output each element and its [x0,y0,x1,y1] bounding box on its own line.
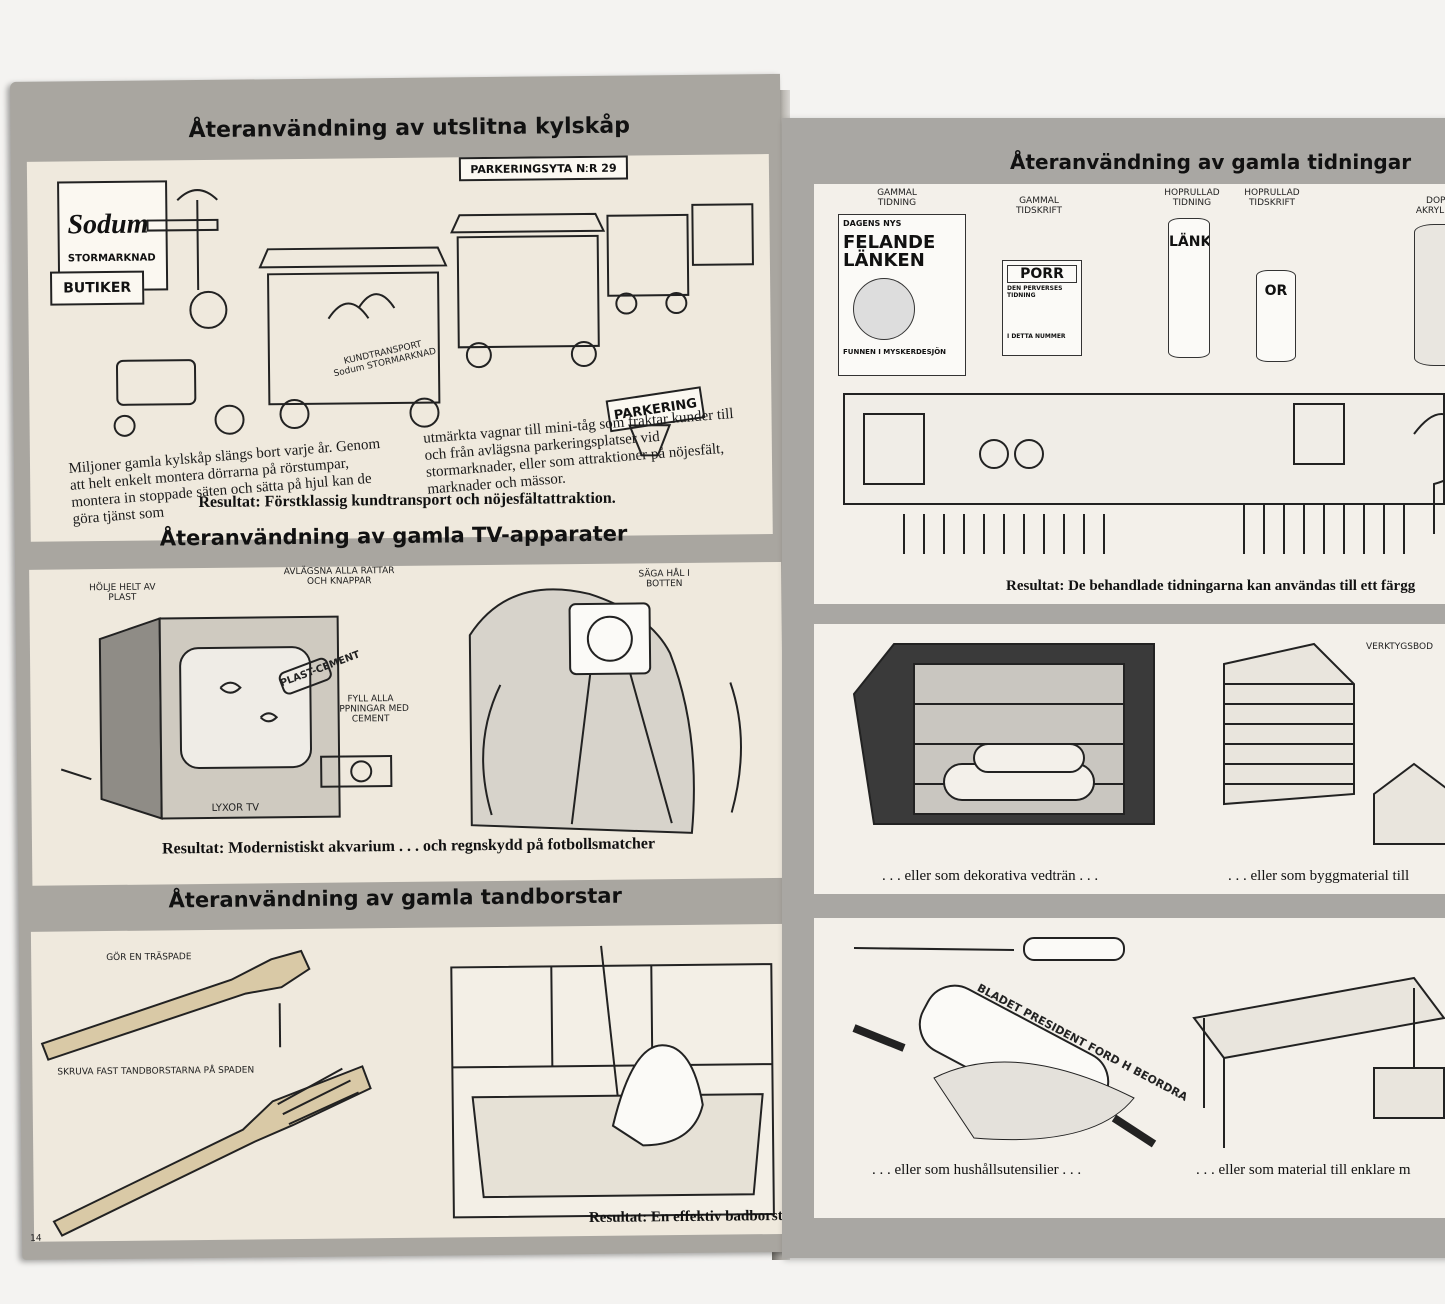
result-newspapers: Resultat: De behandlade tidningarna kan … [1006,578,1416,594]
fridge-train-illustration [113,189,754,457]
newspaper-top: DAGENS NYS [843,219,902,228]
garden-fence-illustration [843,393,1445,554]
caption-simple-material: . . . eller som material till enklare m [1196,1162,1411,1178]
page-number: 14 [30,1233,42,1244]
rolled-magazine-text: OR [1264,283,1288,299]
household-panel: BLADET PRESIDENT FORD H BEORDRA . . . el… [814,918,1445,1218]
right-page: Återanvändning av gamla tidningar GAMMAL… [782,118,1445,1258]
section-heading-toothbrushes: Återanvändning av gamla tandborstar [168,883,622,913]
tv-panel: HÖLJE HELT AV PLAST AVLÄGSNA ALLA RATTAR… [29,561,785,886]
section-heading-tv: Återanvändning av gamla TV-apparater [159,521,628,551]
section-heading-newspapers: Återanvändning av gamla tidningar [1010,150,1412,174]
newspaper-footer: FUNNEN I MYSKERDESJÖN [843,348,947,356]
refrigerator-panel: Sodum STORMARKNAD BUTIKER PARKERINGSYTA … [26,154,773,542]
section-heading-refrigerators: Återanvändning av utslitna kylskåp [188,113,631,144]
newspaper-title: FELANDE LÄNKEN [843,232,936,271]
label-toolshed: VERKTYGSBOD [1366,642,1434,652]
label-rolled-newspaper: HOPRULLAD TIDNING [1164,188,1220,208]
fireplace-and-shed-illustration [852,642,1445,845]
label-old-magazine: GAMMAL TIDSKRIFT [1015,196,1063,216]
label-dip-acrylic: DOPPA I AKRYLPLAST [1415,196,1445,216]
caption-building-material: . . . eller som byggmaterial till [1228,868,1410,884]
result-toothbrushes: Resultat: En effektiv badborste [588,1207,790,1226]
toothbrush-spade-illustration [40,945,775,1237]
magazine-footer: I DETTA NUMMER [1007,333,1066,340]
magazine-porr: PORR DEN PERVERSES TIDNING I DETTA NUMME… [1002,260,1082,356]
newspaper-felande-lanken: DAGENS NYS FELANDE LÄNKEN FUNNEN I MYSKE… [838,214,966,376]
rolled-newspaper: LÄNKEN [1168,218,1210,358]
magazine-sub: DEN PERVERSES TIDNING [1007,285,1063,299]
label-rolled-magazine: HOPRULLAD TIDSKRIFT [1244,188,1300,208]
rolling-pin-and-bench-illustration [852,937,1445,1148]
newspaper-panel: GAMMAL TIDNING GAMMAL TIDSKRIFT HOPRULLA… [814,184,1445,604]
toothbrush-panel: GÖR EN TRÄSPADE SKRUVA FAST TANDBORSTARN… [30,923,793,1242]
firewood-panel: VERKTYGSBOD . . . eller som dekorativa v… [814,624,1445,894]
tv-brand: LYXOR TV [211,802,260,814]
caption-kitchen-utensils: . . . eller som hushållsutensilier . . . [872,1162,1082,1178]
newspaper-portrait [853,278,915,340]
label-old-newspaper: GAMMAL TIDNING [877,188,917,208]
magazine-title: PORR [1007,265,1077,283]
rolled-newspaper-text: LÄNKEN [1169,234,1209,250]
aquarium-tv-illustration [60,588,742,834]
left-page: Återanvändning av utslitna kylskåp Sodum… [10,73,793,1260]
rolled-magazine: OR [1256,270,1296,362]
result-refrigerators: Resultat: Förstklassig kundtransport och… [198,489,616,512]
caption-firewood: . . . eller som dekorativa vedträn . . . [882,868,1099,884]
acrylic-jar [1414,224,1445,366]
